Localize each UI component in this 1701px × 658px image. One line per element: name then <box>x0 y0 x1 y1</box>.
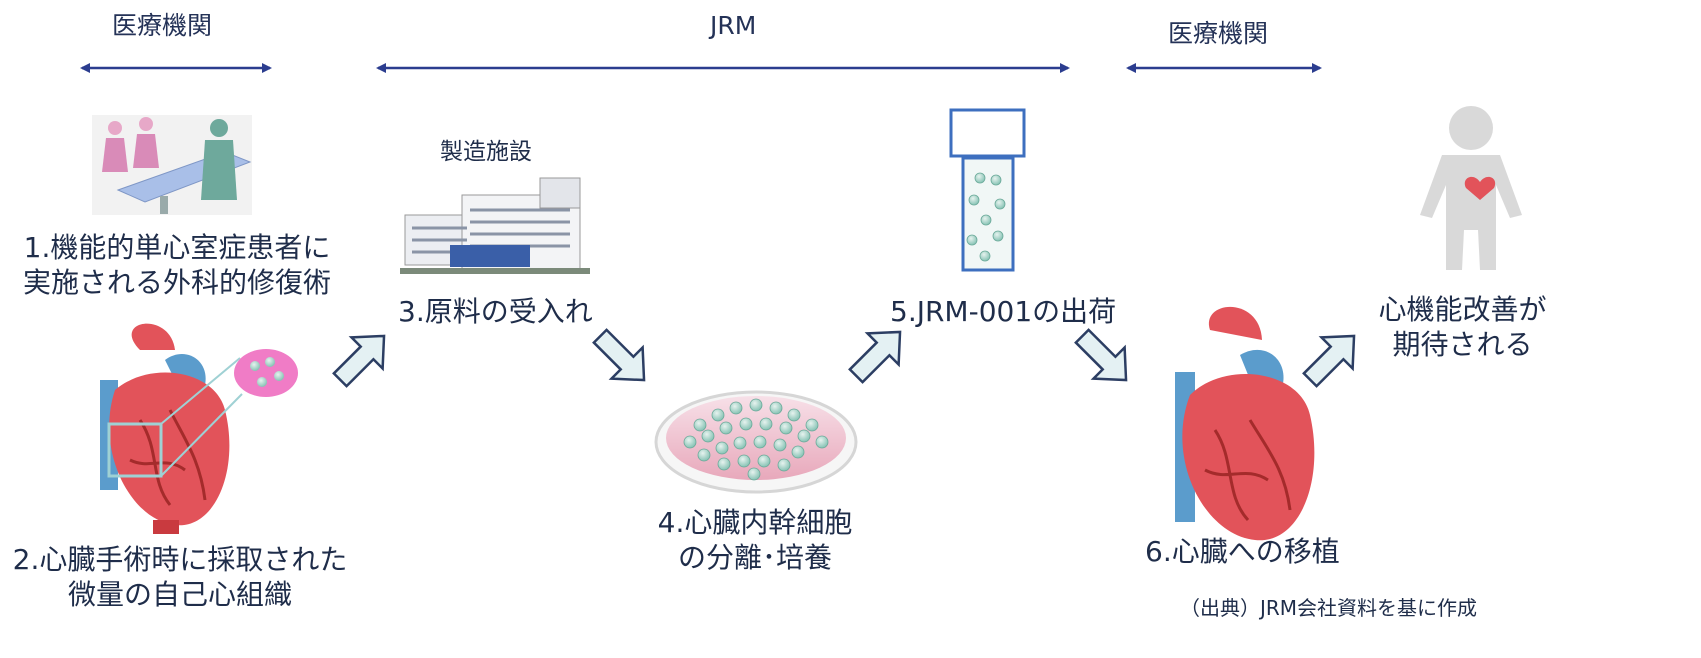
factory-building-icon <box>400 177 590 274</box>
step4-label: 4.心臓内幹細胞 の分離･培養 <box>650 505 860 575</box>
transplant-heart-icon <box>1175 306 1315 541</box>
step3-label: 3.原料の受入れ <box>398 295 593 328</box>
header-label-medical-left: 医療機関 <box>112 11 213 40</box>
step1-label-line2: 実施される外科的修復術 <box>22 266 331 299</box>
header-label-jrm: JRM <box>710 11 757 40</box>
step2-label: 2.心臓手術時に採取された 微量の自己心組織 <box>4 542 356 612</box>
flow-arrow-down-2 <box>1074 328 1128 382</box>
step6-label: 6.心臓への移植 <box>1145 535 1340 568</box>
result-label-line2: 期待される <box>1392 328 1533 361</box>
result-label: 心機能改善が 期待される <box>1360 292 1565 362</box>
culture-dish-icon <box>654 390 858 494</box>
step4-label-line1: 4.心臓内幹細胞 <box>657 506 853 539</box>
surgery-scene-icon <box>92 115 252 215</box>
heart-biopsy-icon <box>100 323 298 534</box>
step1-label: 1.機能的単心室症患者に 実施される外科的修復術 <box>12 230 342 300</box>
flow-arrow-up-1 <box>332 334 386 388</box>
header-label-medical-right: 医療機関 <box>1168 19 1269 48</box>
source-note: （出典）JRM会社資料を基に作成 <box>1180 596 1478 620</box>
step4-label-line2: の分離･培養 <box>677 541 832 574</box>
step2-label-line2: 微量の自己心組織 <box>67 578 292 611</box>
flow-arrow-up-2 <box>848 330 902 384</box>
step1-label-line1: 1.機能的単心室症患者に <box>23 231 331 264</box>
facility-label: 製造施設 <box>440 139 532 165</box>
flow-arrow-down-1 <box>592 328 646 382</box>
step2-label-line1: 2.心臓手術時に採取された <box>12 543 348 576</box>
vial-icon <box>949 108 1026 272</box>
person-heart-icon <box>1420 106 1522 270</box>
flow-arrow-up-3 <box>1302 334 1356 388</box>
result-label-line1: 心機能改善が <box>1378 293 1547 326</box>
step5-label: 5.JRM-001の出荷 <box>890 295 1117 328</box>
